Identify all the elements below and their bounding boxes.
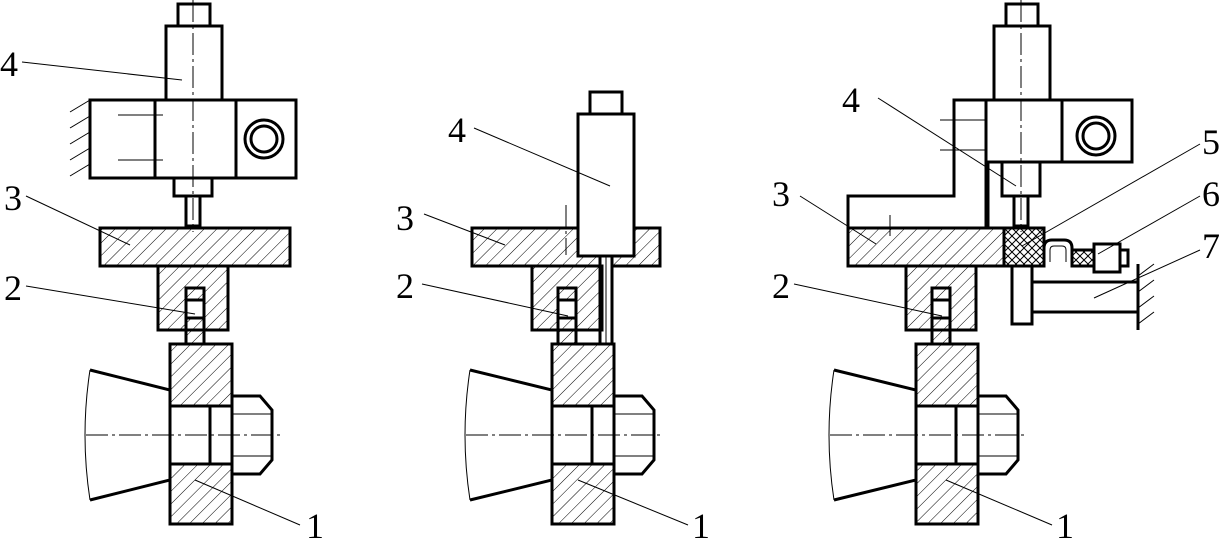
part-1-spindle — [84, 342, 280, 526]
view-right-label-5: 5 — [1202, 122, 1220, 162]
view-right-label-4: 4 — [842, 80, 860, 120]
view-middle-label-1: 1 — [692, 506, 710, 546]
view-middle-label-4: 4 — [448, 110, 466, 150]
part-1-spindle — [464, 342, 662, 526]
view-middle-label-3: 3 — [396, 198, 414, 238]
part-2-hub — [530, 264, 604, 346]
part-4-indicator — [846, 0, 1134, 236]
view-right-label-1: 1 — [1056, 506, 1074, 546]
view-middle: 4 3 2 1 — [396, 90, 710, 546]
view-left-label-3: 3 — [4, 178, 22, 218]
view-left-label-4: 4 — [0, 44, 18, 84]
part-4-indicator — [88, 0, 298, 232]
view-right-label-7: 7 — [1202, 226, 1220, 266]
view-middle-label-2: 2 — [396, 266, 414, 306]
fixed-wall-left — [69, 99, 91, 178]
view-left: 4 3 2 1 — [0, 0, 324, 546]
view-left-label-1: 1 — [306, 506, 324, 546]
view-right-label-2: 2 — [772, 266, 790, 306]
part-6-clamp — [1042, 238, 1130, 274]
part-7-support — [1010, 263, 1155, 330]
view-right-label-6: 6 — [1202, 174, 1220, 214]
part-3-disc — [98, 226, 292, 268]
part-2-hub — [904, 264, 978, 346]
part-2-hub — [156, 264, 230, 346]
view-right-label-3: 3 — [772, 174, 790, 214]
part-1-spindle — [828, 342, 1026, 526]
view-left-label-2: 2 — [4, 268, 22, 308]
part-3-disc — [846, 226, 1006, 268]
view-right: 4 3 2 1 5 6 7 — [772, 0, 1220, 546]
part-5-block — [1002, 226, 1046, 268]
